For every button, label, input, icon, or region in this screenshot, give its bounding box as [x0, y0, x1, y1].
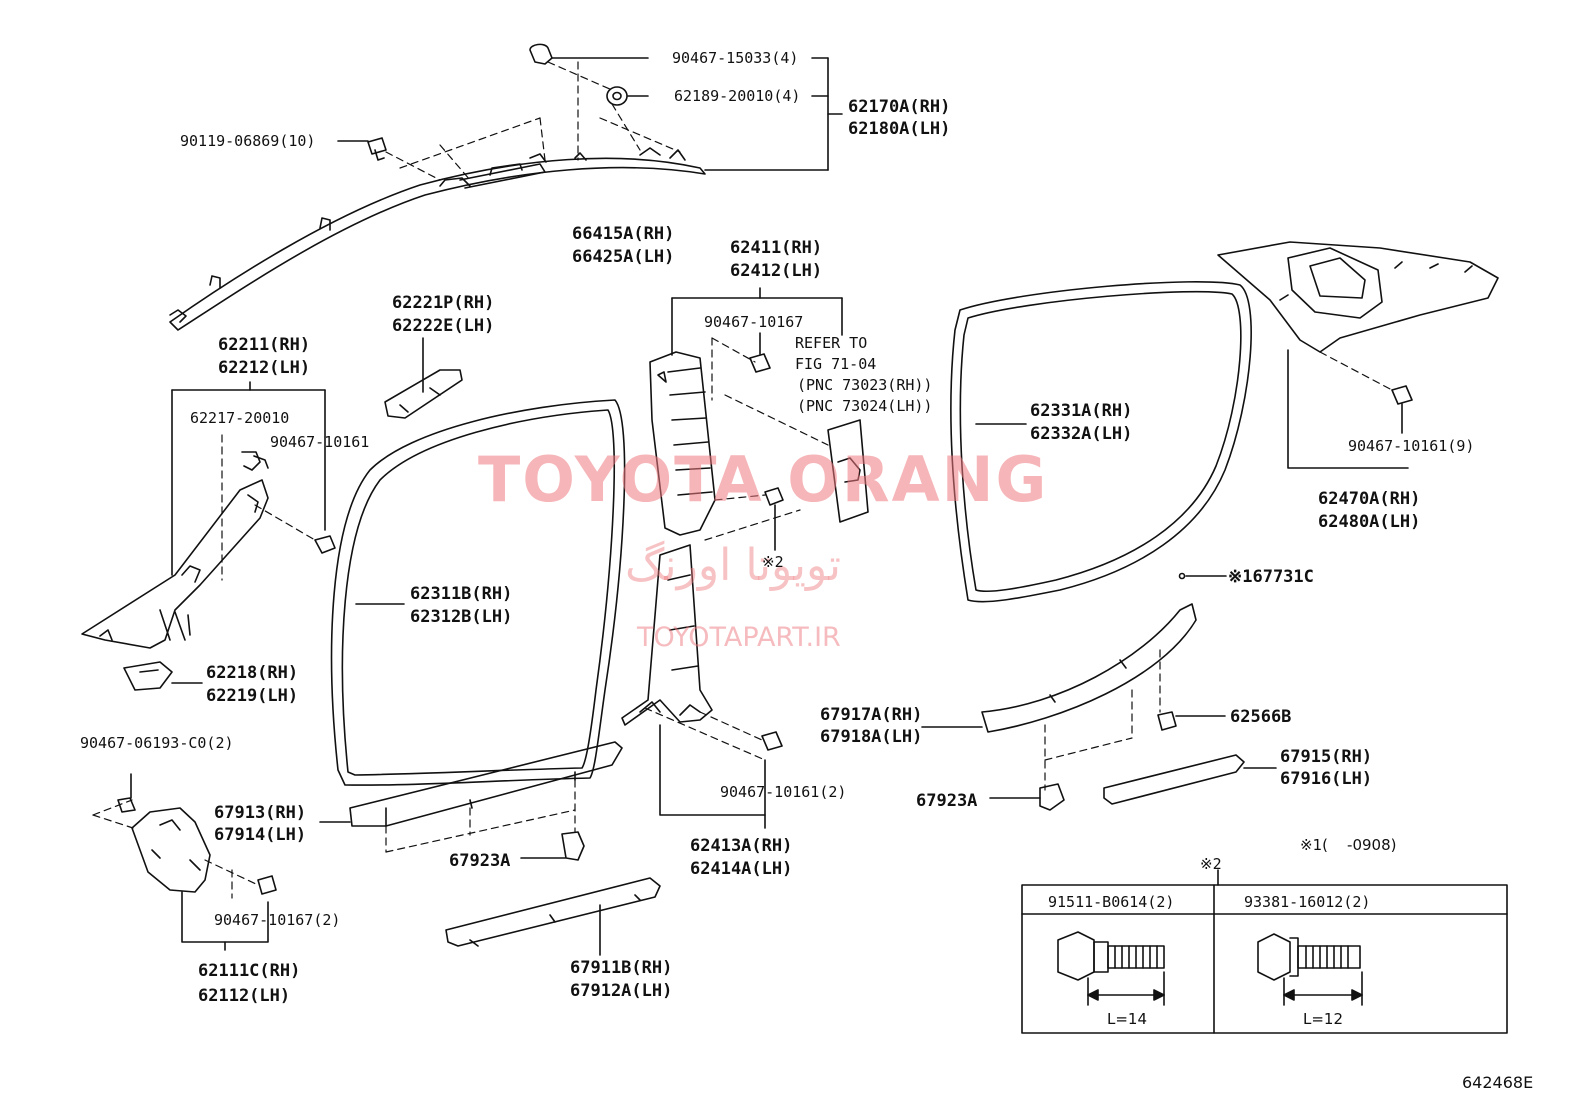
note-mark-2: ※2	[762, 553, 784, 571]
label-67917A: 67917A(RH)	[820, 705, 923, 725]
label-90467-10161-a: 90467-10161	[270, 433, 370, 451]
label-67914: 67914(LH)	[214, 825, 307, 845]
note-mark-2-table: ※2	[1200, 855, 1222, 873]
label-62311B: 62311B(RH)	[410, 584, 513, 604]
figure-code: 642468E	[1462, 1073, 1534, 1092]
label-62219: 62219(LH)	[206, 686, 299, 706]
label-62480A: 62480A(LH)	[1318, 512, 1421, 532]
label-90467-10161-2: 90467-10161(2)	[720, 783, 847, 801]
clip-67923A-left	[520, 831, 585, 861]
center-pillar-lower-garnish	[621, 544, 783, 829]
watermark-title: TOYOTA ORANG	[478, 443, 1049, 516]
front-door-weatherstrip	[330, 399, 626, 786]
seatbelt-anchor-cover	[827, 419, 869, 523]
center-pillar-upper-garnish	[649, 287, 843, 536]
label-90467-10167-2: 90467-10167(2)	[214, 911, 341, 929]
label-90119-06869: 90119-06869(10)	[180, 132, 316, 150]
label-90467-10161-9: 90467-10161(9)	[1348, 437, 1475, 455]
label-62112: 62112(LH)	[198, 986, 291, 1006]
label-67918A: 67918A(LH)	[820, 727, 923, 747]
cowl-side-trim	[117, 773, 277, 951]
bolt-table	[1021, 869, 1508, 1034]
refer-line-1: REFER TO	[795, 334, 868, 352]
label-62111C: 62111C(RH)	[198, 961, 301, 981]
refer-line-4: (PNC 73024(LH))	[797, 397, 933, 415]
label-62170A: 62170A(RH)	[848, 97, 951, 117]
clip-67923A-right	[989, 783, 1065, 811]
label-62180A: 62180A(LH)	[848, 119, 951, 139]
label-66425A: 66425A(LH)	[572, 247, 675, 267]
roof-side-rail-garnish	[169, 147, 706, 331]
label-67912A: 67912A(LH)	[570, 981, 673, 1001]
clip-center-upper	[764, 487, 784, 551]
label-62413A: 62413A(RH)	[690, 836, 793, 856]
label-90467-15033: 90467-15033(4)	[672, 49, 799, 67]
label-62566B: 62566B	[1230, 707, 1292, 727]
clip-62566B	[1157, 711, 1226, 731]
clip-62218	[123, 661, 203, 691]
table-col2-length: L=12	[1303, 1010, 1344, 1028]
label-62470A: 62470A(RH)	[1318, 489, 1421, 509]
watermark-arabic: تویوتا اورنگ	[625, 540, 841, 591]
label-67915: 67915(RH)	[1280, 747, 1373, 767]
note-1: ※1( -0908)	[1300, 836, 1397, 854]
label-62211: 62211(RH)	[218, 335, 311, 355]
label-67916: 67916(LH)	[1280, 769, 1373, 789]
label-90467-06193: 90467-06193-C0(2)	[80, 734, 234, 752]
label-62411: 62411(RH)	[730, 238, 823, 258]
label-62221P: 62221P(RH)	[392, 293, 495, 313]
rear-scuff-plate	[1103, 754, 1277, 805]
label-67923A-right: 67923A	[916, 791, 978, 811]
front-pillar-bracket	[171, 381, 336, 576]
front-pillar-lower-bracket	[384, 337, 463, 419]
label-66415A: 66415A(RH)	[572, 224, 675, 244]
watermark-url: TOYOTAPART.IR	[637, 622, 841, 653]
front-pillar-garnish	[81, 479, 269, 649]
refer-line-2: FIG 71-04	[795, 355, 877, 373]
label-62312B: 62312B(LH)	[410, 607, 513, 627]
rear-quarter-lower-trim	[921, 603, 1197, 733]
label-67913: 67913(RH)	[214, 803, 307, 823]
label-62414A: 62414A(LH)	[690, 859, 793, 879]
table-col2-part: 93381-16012(2)	[1244, 893, 1371, 911]
roof-side-inner-garnish	[1217, 241, 1499, 469]
label-62222E: 62222E(LH)	[392, 316, 495, 336]
front-door-scuff-plate	[445, 877, 661, 956]
label-67911B: 67911B(RH)	[570, 958, 673, 978]
label-62218: 62218(RH)	[206, 663, 299, 683]
top-fasteners	[337, 43, 843, 171]
label-62331A: 62331A(RH)	[1030, 401, 1133, 421]
label-67731C: ※167731C	[1228, 567, 1314, 587]
table-col1-part: 91511-B0614(2)	[1048, 893, 1175, 911]
front-scuff-plate	[319, 741, 623, 827]
label-67923A-left: 67923A	[449, 851, 511, 871]
label-62332A: 62332A(LH)	[1030, 424, 1133, 444]
label-62412: 62412(LH)	[730, 261, 823, 281]
label-90467-10167-a: 90467-10167	[704, 313, 804, 331]
label-62189-20010: 62189-20010(4)	[674, 87, 801, 105]
refer-line-3: (PNC 73023(RH))	[797, 376, 933, 394]
label-62217-20010: 62217-20010	[190, 409, 290, 427]
table-col1-length: L=14	[1107, 1010, 1148, 1028]
rear-door-weatherstrip	[950, 281, 1252, 603]
label-62212: 62212(LH)	[218, 358, 311, 378]
